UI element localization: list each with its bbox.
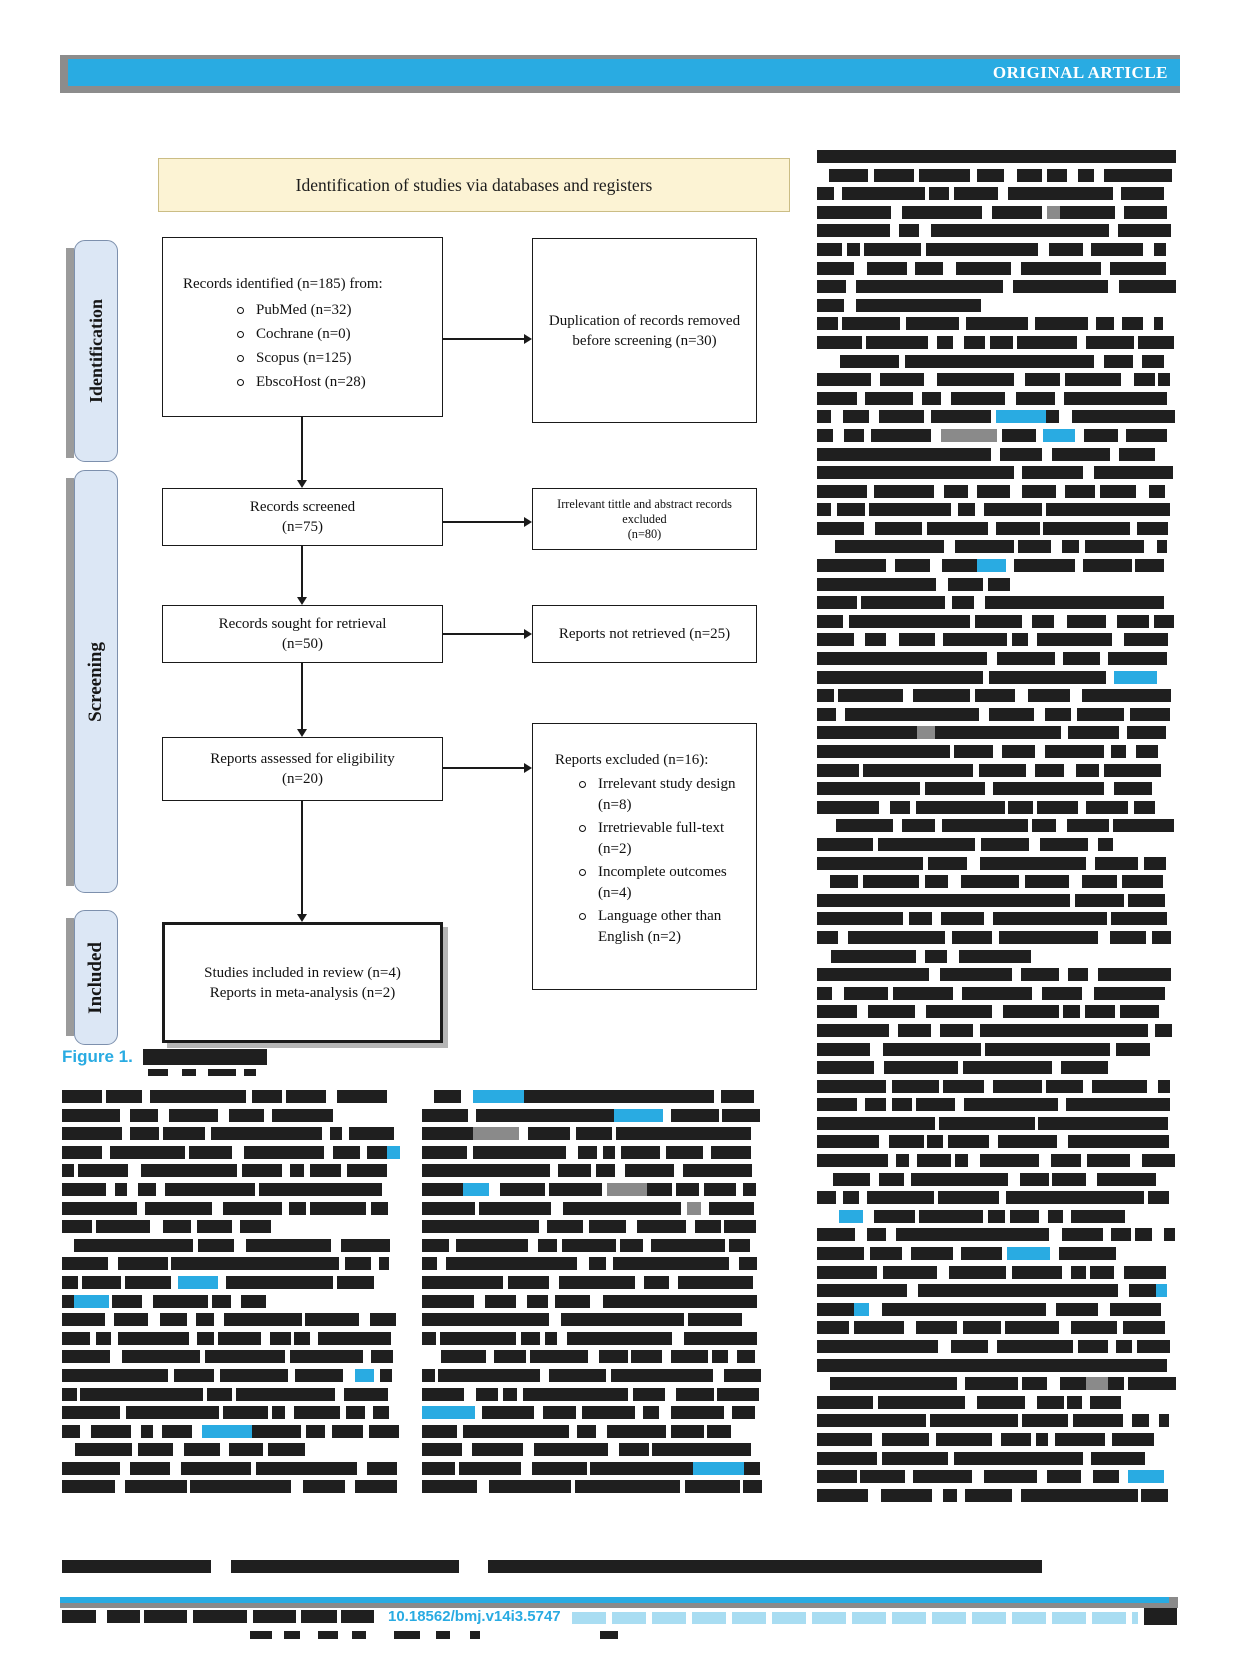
arrow-screened-to-sought: [296, 546, 307, 605]
studies-included-line1: Studies included in review (n=4): [204, 964, 401, 981]
records-screened-line1: Records screened: [249, 499, 356, 515]
bullet-circle-icon: [237, 379, 244, 386]
records-sought-line2: (n=50): [282, 636, 323, 652]
bullet-circle-icon: [237, 307, 244, 314]
flow-box-records-sought: Records sought for retrieval (n=50): [162, 605, 443, 663]
footer-accent-rule: [60, 1597, 1169, 1603]
bullet-circle-icon: [579, 913, 586, 920]
figure-caption: Figure 1.: [62, 1046, 267, 1068]
stage-included: Included: [74, 910, 118, 1045]
redaction-descender: [318, 1631, 338, 1639]
redaction-descender: [208, 1069, 236, 1076]
reports-excluded-title: Reports excluded (n=16):: [555, 752, 709, 768]
list-item: EbscoHost (n=28): [237, 370, 434, 394]
figure-caption-label: Figure 1.: [62, 1047, 133, 1066]
flow-box-records-screened: Records screened (n=75): [162, 488, 443, 546]
flow-box-title-abstract-excluded: Irrelevant tittle and abstract records e…: [532, 488, 757, 550]
header-title: ORIGINAL ARTICLE: [992, 62, 1168, 82]
records-screened-line2: (n=75): [282, 519, 323, 535]
footer-page-number-redaction: [1144, 1608, 1177, 1625]
flow-box-records-identified: Records identified (n=185) from: PubMed …: [162, 237, 443, 417]
footer-light-redaction: [572, 1612, 1138, 1624]
stage-identification-label: Identification: [85, 298, 106, 403]
redacted-text-column-left: [62, 1090, 400, 1499]
not-retrieved-line1: Reports not retrieved (n=25): [558, 626, 731, 642]
records-identified-list: PubMed (n=32) Cochrane (n=0) Scopus (n=1…: [237, 298, 434, 394]
header-bar-frame: ORIGINAL ARTICLE: [60, 55, 1180, 93]
list-item: Scopus (n=125): [237, 346, 434, 370]
figure-caption-redaction: [142, 1049, 267, 1065]
ta-excluded-line1: Irrelevant tittle and abstract records: [557, 496, 732, 511]
redaction-descender: [352, 1631, 366, 1639]
list-item: Irrelevant study design (n=8): [579, 774, 750, 816]
redaction-descender: [250, 1631, 272, 1639]
flow-box-duplicates-removed: Duplication of records removed before sc…: [532, 238, 757, 423]
header-bar: ORIGINAL ARTICLE: [68, 59, 1180, 86]
redaction-descender: [600, 1631, 618, 1639]
reports-assessed-line2: (n=20): [282, 771, 323, 787]
ta-excluded-line3: (n=80): [627, 526, 662, 541]
stage-shadow-screening: [66, 478, 74, 886]
redaction-descender: [148, 1069, 168, 1076]
redaction-descender: [470, 1631, 480, 1639]
list-item: Cochrane (n=0): [237, 322, 434, 346]
arrow-identified-to-duplicates: [443, 333, 532, 344]
flow-box-reports-assessed: Reports assessed for eligibility (n=20): [162, 737, 443, 801]
footer-accent-rule-tail: [1169, 1597, 1178, 1603]
arrow-identified-to-screened: [296, 417, 307, 488]
redaction-descender: [244, 1069, 256, 1076]
flow-box-reports-not-retrieved: Reports not retrieved (n=25): [532, 605, 757, 663]
bullet-circle-icon: [579, 781, 586, 788]
stage-included-label: Included: [85, 941, 106, 1014]
arrow-screened-to-excluded: [443, 516, 532, 527]
records-sought-line1: Records sought for retrieval: [218, 616, 387, 632]
stage-shadow-identification: [66, 248, 74, 458]
redacted-footer-journal: [62, 1610, 384, 1629]
bullet-circle-icon: [579, 869, 586, 876]
arrow-sought-to-notretrieved: [443, 628, 532, 639]
bullet-circle-icon: [237, 331, 244, 338]
duplicates-line2: before screening (n=30): [572, 332, 717, 349]
list-item: Language other than English (n=2): [579, 906, 750, 948]
flow-box-studies-included: Studies included in review (n=4) Reports…: [162, 922, 443, 1043]
arrow-assessed-to-included: [296, 801, 307, 922]
stage-shadow-included: [66, 918, 74, 1036]
list-item: PubMed (n=32): [237, 298, 434, 322]
list-item: Irretrievable full-text (n=2): [579, 818, 750, 860]
bullet-circle-icon: [579, 825, 586, 832]
redaction-descender: [182, 1069, 196, 1076]
stage-identification: Identification: [74, 240, 118, 462]
footer-doi-link[interactable]: 10.18562/bmj.v14i3.5747: [388, 1608, 561, 1625]
studies-included-line2: Reports in meta-analysis (n=2): [209, 984, 396, 1001]
arrow-assessed-to-reportsexcluded: [443, 762, 532, 773]
figure-banner: Identification of studies via databases …: [158, 158, 790, 212]
ta-excluded-line2: excluded: [622, 511, 667, 526]
redacted-text-column-right: [817, 150, 1176, 1507]
redacted-prefooter-line: [62, 1560, 1042, 1579]
stage-screening-label: Screening: [85, 641, 106, 722]
footer-gray-rule: [60, 1603, 1178, 1608]
arrow-sought-to-assessed: [296, 663, 307, 737]
reports-excluded-list: Irrelevant study design (n=8) Irretrieva…: [579, 774, 750, 948]
duplicates-line1: Duplication of records removed: [548, 312, 741, 329]
redaction-descender: [394, 1631, 420, 1639]
redacted-text-column-center: [422, 1090, 762, 1499]
records-identified-title: Records identified (n=185) from:: [183, 276, 383, 292]
stage-screening: Screening: [74, 470, 118, 893]
list-item: Incomplete outcomes (n=4): [579, 862, 750, 904]
bullet-circle-icon: [237, 355, 244, 362]
redaction-descender: [436, 1631, 450, 1639]
reports-assessed-line1: Reports assessed for eligibility: [210, 751, 395, 767]
redaction-descender: [284, 1631, 300, 1639]
flow-box-reports-excluded: Reports excluded (n=16): Irrelevant stud…: [532, 723, 757, 990]
